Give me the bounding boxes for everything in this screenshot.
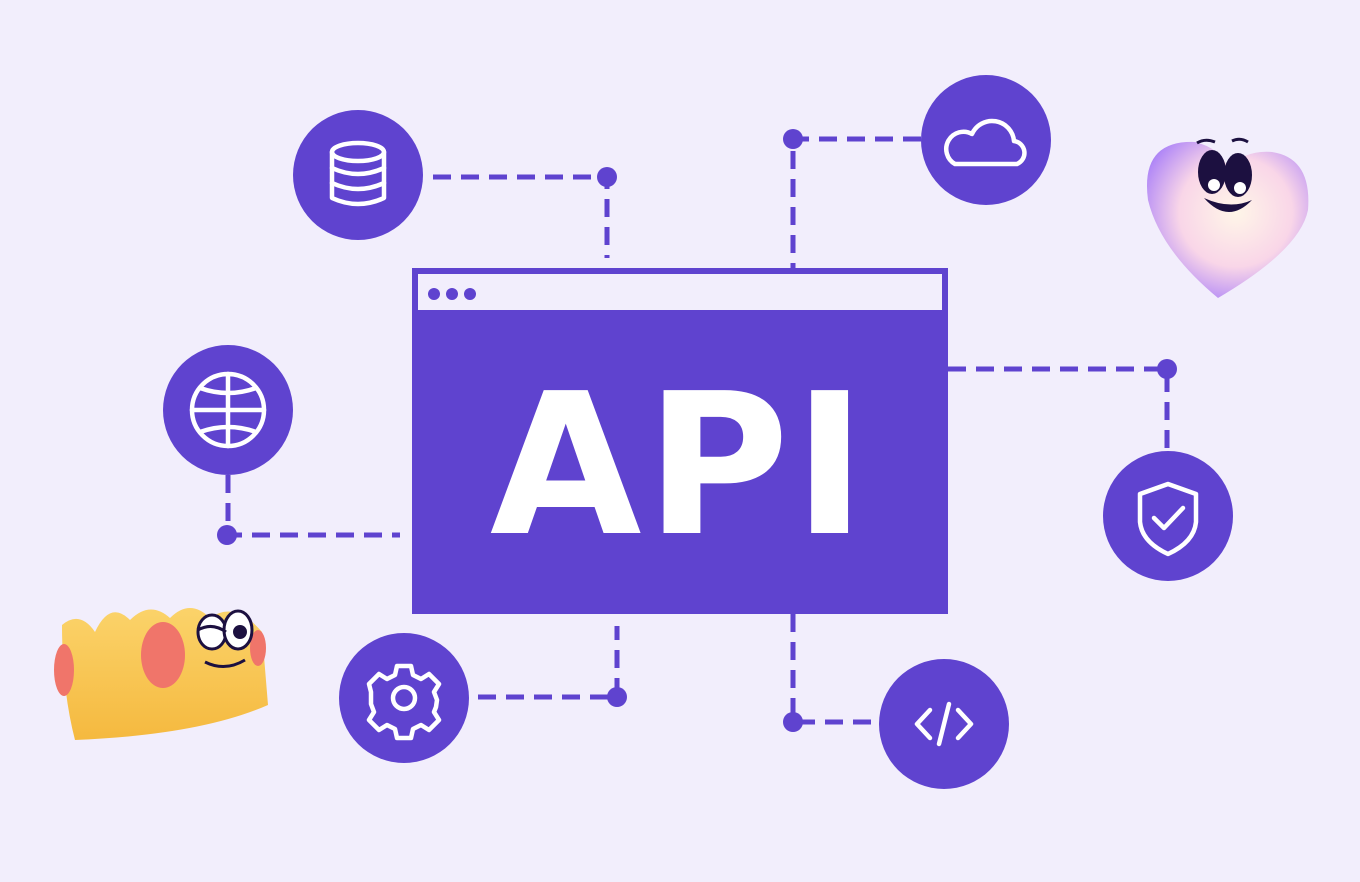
code-icon [914,701,974,747]
code-node [879,659,1009,789]
gear-icon [366,663,442,741]
connector-dots [217,129,1177,732]
window-dots-icon [428,288,476,300]
cloud-node [921,75,1051,205]
settings-node [339,633,469,763]
cloud-icon [944,118,1027,167]
globe-icon [189,371,267,449]
api-window [412,268,948,614]
database-node [293,110,423,240]
heart-mascot [1146,137,1309,298]
crown-mascot [54,608,268,740]
database-icon [329,140,387,207]
api-label: API [489,352,871,580]
shield-node [1103,451,1233,581]
shield-check-icon [1137,481,1199,557]
globe-node [163,345,293,475]
